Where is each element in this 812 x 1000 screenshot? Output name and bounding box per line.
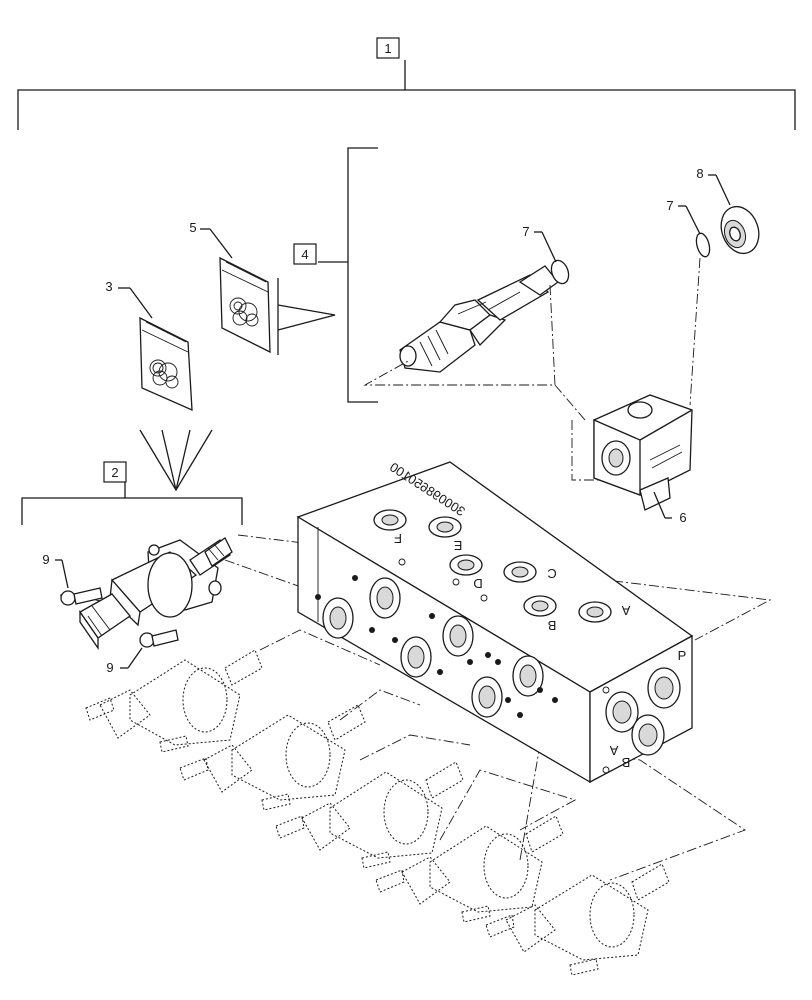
callout-box-1: 1 [376,37,400,59]
callout-3-label: 3 [105,279,112,294]
cartridge-valve [399,265,559,373]
kit-pointer-2 [139,429,213,492]
solenoid-valve-2 [79,537,233,651]
callout-6-label: 6 [679,510,686,525]
port-label-c: C [547,566,556,581]
callout-2-label: 2 [111,465,118,480]
port-label-a: A [621,603,630,618]
phantom-solenoid-1 [85,649,263,753]
phantom-solenoid-5 [485,863,670,976]
port-label-e: E [453,538,462,553]
assembly-bracket-1 [17,60,796,130]
seal-kit-bag-5 [200,228,271,354]
seal-kit-pointer [277,278,336,355]
callout-7a-label: 7 [522,224,529,239]
side-label-p: P [678,648,687,663]
callout-box-2: 2 [103,461,127,483]
callout-9a-label: 9 [42,552,49,567]
coil-nut-8 [708,174,760,255]
phantom-solenoid-4 [375,815,564,923]
port-label-d: D [473,576,482,591]
solenoid-coil-6 [593,394,693,519]
o-ring-7a [534,231,570,285]
o-ring-7b [678,205,711,258]
port-label-f: F [394,531,402,546]
phantom-solenoid-2 [179,704,366,811]
callout-8-label: 8 [696,166,703,181]
seal-kit-bag-3 [118,287,193,412]
side-label-a: A [609,743,618,758]
screw-9a [55,559,103,606]
callout-9b-label: 9 [106,660,113,675]
valve-manifold-block [296,461,694,784]
screw-9b [120,629,179,669]
callout-box-4: 4 [293,243,317,265]
callout-7b-label: 7 [666,198,673,213]
side-label-b: B [622,755,631,770]
kit-bracket-4 [318,147,378,403]
phantom-solenoid-3 [275,761,464,869]
assembly-bracket-2 [21,482,243,525]
callout-4-label: 4 [301,247,308,262]
callout-5-label: 5 [189,220,196,235]
port-label-b: B [548,618,557,633]
callout-1-label: 1 [384,41,391,56]
